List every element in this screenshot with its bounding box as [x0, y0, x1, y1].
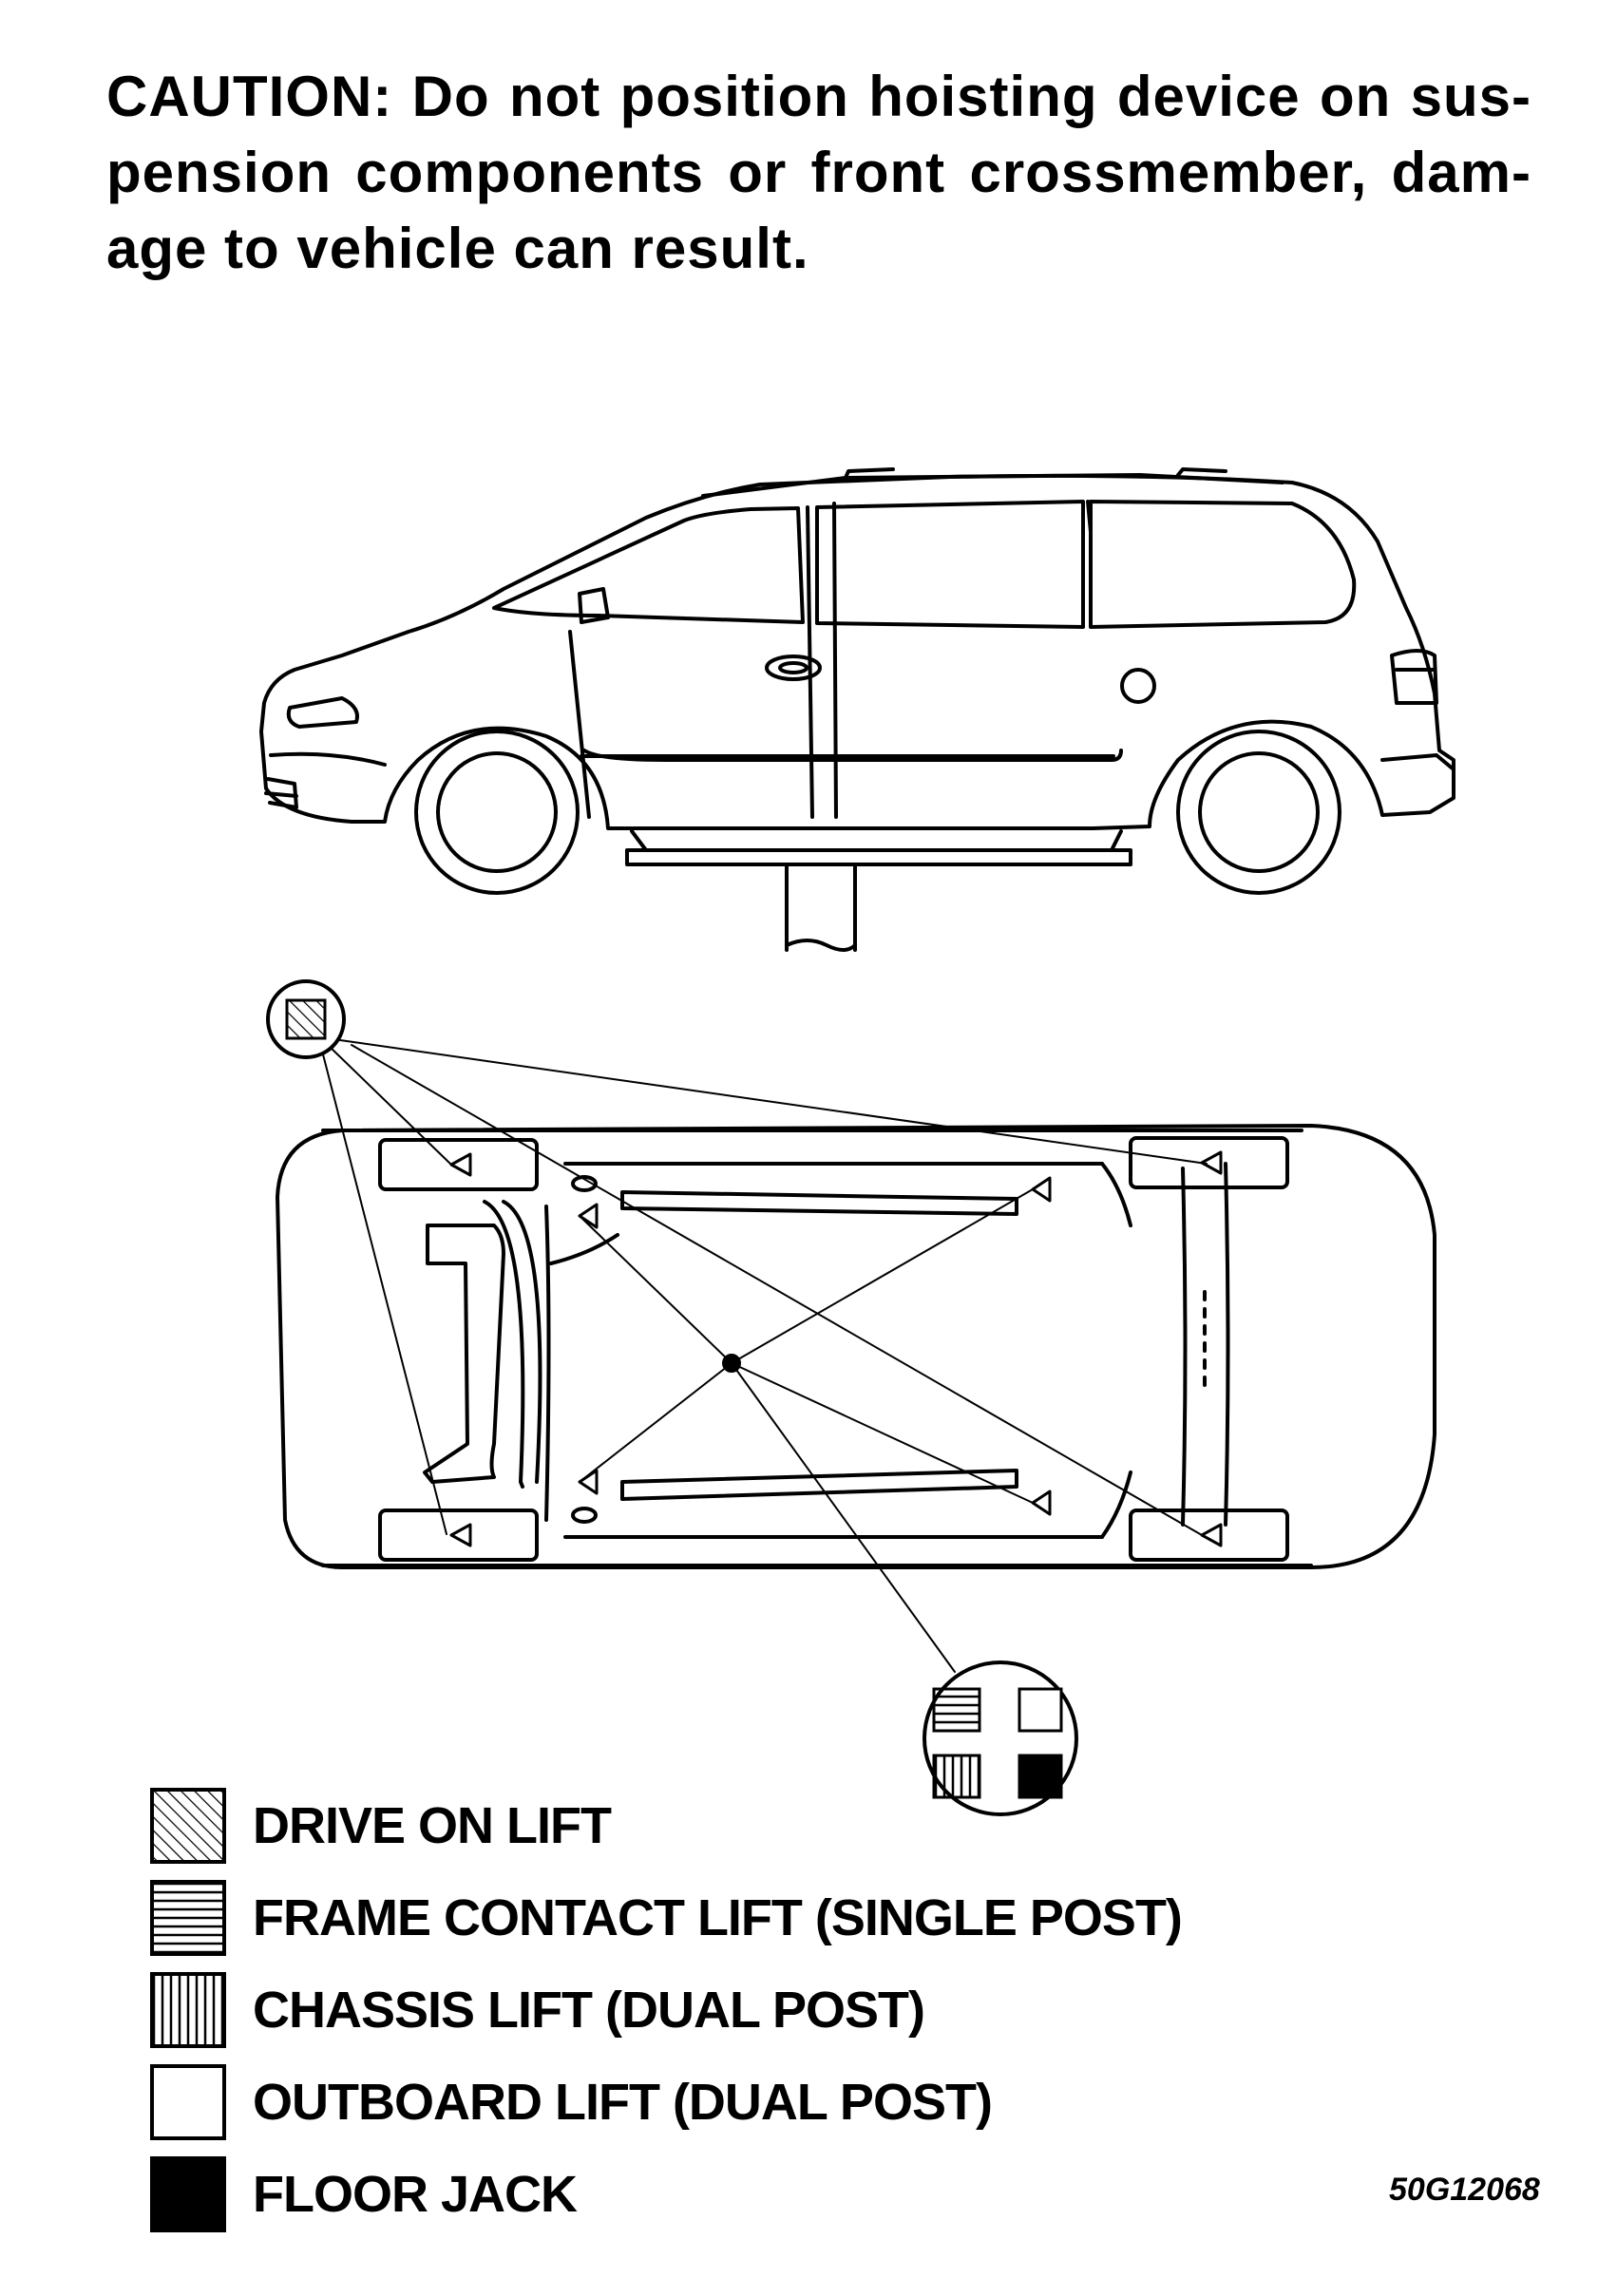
diagonal-hatch-swatch-icon: [150, 1788, 226, 1864]
legend-item-outboard-lift: OUTBOARD LIFT (DUAL POST): [150, 2062, 993, 2142]
floor-jack-mini: [1018, 1754, 1063, 1799]
outboard-mini: [1018, 1687, 1063, 1733]
rear-wheel: [1176, 730, 1341, 895]
van-side-view: [259, 467, 1455, 952]
door-handle: [765, 655, 822, 681]
frame-rail-right: [620, 1469, 1018, 1501]
figure-id: 50G12068: [1389, 2172, 1540, 2208]
legend-label: OUTBOARD LIFT (DUAL POST): [253, 2074, 993, 2131]
multi-lift-symbol: [923, 1660, 1078, 1816]
caution-text: CAUTION: Do not position hoisting device…: [106, 59, 1531, 287]
drive-on-callout-lines: [322, 1039, 1208, 1536]
legend-item-floor-jack: FLOOR JACK: [150, 2154, 578, 2234]
chassis-mini: [932, 1754, 981, 1799]
side-window-1: [815, 500, 1085, 629]
wheel-front-right: [378, 1509, 539, 1562]
frame-contact-mini: [932, 1687, 981, 1733]
center-point: [722, 1354, 741, 1373]
legend-label: FLOOR JACK: [253, 2166, 578, 2223]
van-body-outline: [259, 473, 1455, 830]
underside-outline: [276, 1124, 1436, 1569]
front-wheel: [414, 730, 580, 895]
legend-item-drive-on-lift: DRIVE ON LIFT: [150, 1786, 612, 1866]
wheel-front-left: [378, 1138, 539, 1191]
frame-rail-left: [620, 1190, 1018, 1216]
lift-pad: [625, 829, 1132, 866]
caution-line-3: age to vehicle can result.: [106, 217, 809, 280]
horizontal-lines-swatch-icon: [150, 1880, 226, 1956]
caution-line-2: pension components or front crossmember,…: [106, 141, 1531, 204]
legend-label: CHASSIS LIFT (DUAL POST): [253, 1982, 925, 2039]
front-crossmember: [423, 1224, 505, 1484]
center-callout-lines: [579, 1188, 1034, 1673]
headlamp: [286, 696, 359, 729]
empty-square-swatch-icon: [150, 2064, 226, 2140]
tail-lamp: [1390, 649, 1438, 705]
side-mirror: [578, 587, 610, 624]
vertical-lines-swatch-icon: [150, 1972, 226, 2048]
drive-on-symbol: [266, 979, 346, 1059]
legend-item-frame-contact-lift: FRAME CONTACT LIFT (SINGLE POST): [150, 1878, 1183, 1958]
legend-label: DRIVE ON LIFT: [253, 1797, 612, 1854]
lift-post: [785, 863, 857, 952]
legend-item-chassis-lift: CHASSIS LIFT (DUAL POST): [150, 1970, 925, 2050]
side-window-2: [1089, 500, 1357, 629]
fuel-door: [1120, 668, 1156, 704]
van-underside-view: [276, 1039, 1436, 1673]
caution-line-1: CAUTION: Do not position hoisting device…: [106, 65, 1531, 128]
legend-label: FRAME CONTACT LIFT (SINGLE POST): [253, 1889, 1183, 1946]
solid-black-swatch-icon: [150, 2156, 226, 2232]
wheel-rear-left: [1129, 1136, 1289, 1189]
roof-rack: [701, 473, 1284, 498]
rear-axle: [1181, 1162, 1230, 1527]
wheel-rear-right: [1129, 1509, 1289, 1562]
windshield: [492, 506, 805, 624]
